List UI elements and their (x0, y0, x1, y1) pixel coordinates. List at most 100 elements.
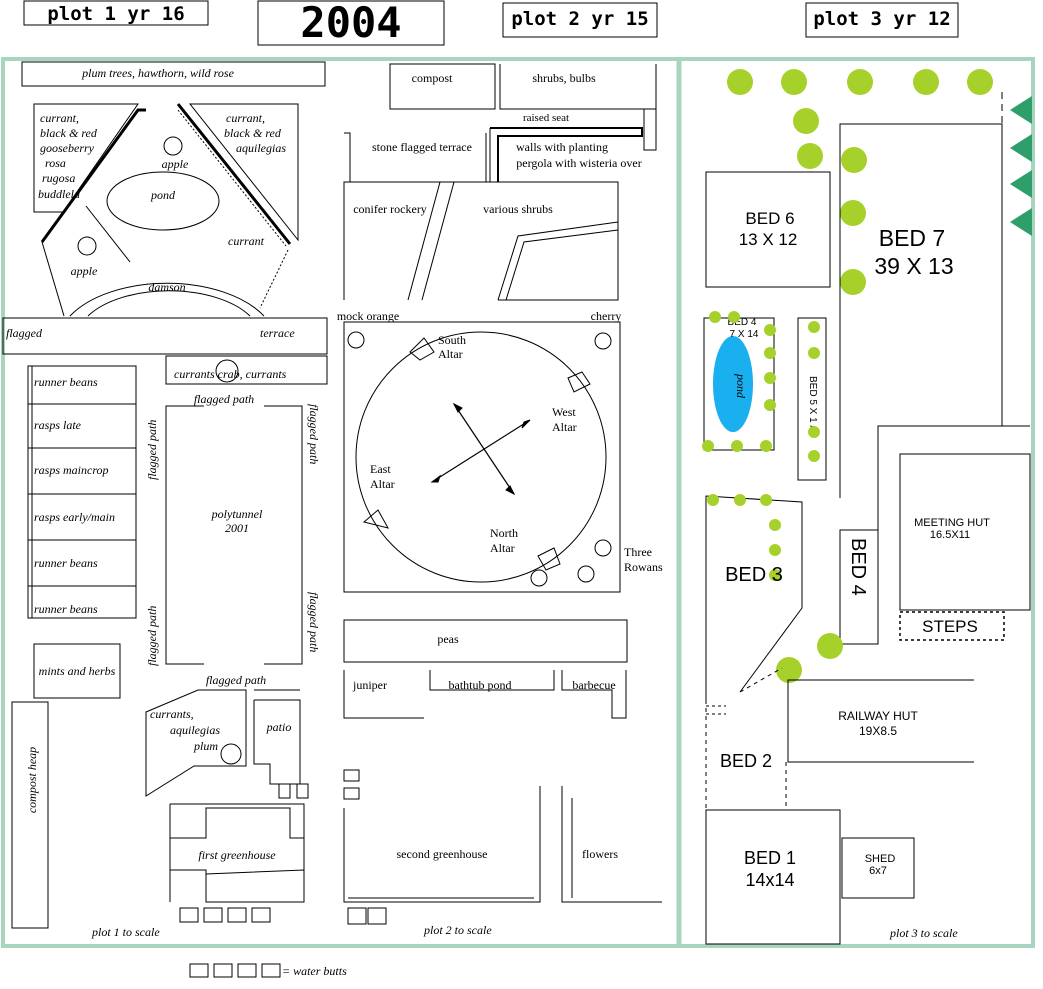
plum-trees-label: plum trees, hawthorn, wild rose (81, 66, 234, 80)
shed-size: 6x7 (869, 865, 887, 877)
plum-tree (220, 743, 242, 765)
bed-6-size: 13 X 12 (739, 230, 798, 249)
pond-bush-6 (764, 399, 776, 411)
tree-side-4 (840, 200, 866, 226)
tree-top-4 (913, 69, 939, 95)
bed-1-size: 14x14 (745, 870, 794, 890)
walls-planting-bed (490, 127, 643, 182)
raised-seat-label: raised seat (523, 112, 569, 124)
plot2: compost shrubs, bulbs raised seat stone … (337, 63, 663, 937)
plot3-header: plot 3 yr 12 (813, 8, 950, 30)
north-altar-stone (537, 547, 561, 571)
flagged-path-right-bottom: flagged path (307, 592, 321, 652)
railway-hut-label: RAILWAY HUT (838, 709, 918, 723)
three-rowans-label: Three (624, 545, 652, 559)
tree-side-1 (793, 108, 819, 134)
shrubs-bulbs-label: shrubs, bulbs (532, 71, 596, 85)
shrubs-bulbs-bed (499, 64, 657, 151)
bed3-bush-5 (769, 544, 781, 556)
right-bed-line-1: currant, (226, 111, 265, 125)
tree-top-3 (847, 69, 873, 95)
altar-axis-2 (431, 419, 531, 483)
plot3-to-scale: plot 3 to scale (889, 926, 958, 940)
bed-stack-outline (27, 365, 137, 619)
steps-label: STEPS (922, 617, 978, 636)
mock-orange-tree (347, 331, 365, 349)
arrow-head-3 (430, 474, 441, 483)
pond (713, 336, 753, 432)
plot2-to-scale: plot 2 to scale (423, 923, 492, 937)
legend-butt-4 (261, 963, 281, 978)
currants-plum-line-3: plum (193, 739, 218, 753)
pond-bush-3 (764, 324, 776, 336)
north-altar-label-2: Altar (490, 541, 515, 555)
meeting-hut (899, 453, 1031, 611)
juniper-label: juniper (352, 678, 387, 692)
pond-bush-2 (728, 311, 740, 323)
first-greenhouse-outline (170, 803, 305, 839)
currant-label: currant (228, 234, 265, 248)
arrow-head-2 (505, 485, 516, 496)
plot2-header: plot 2 yr 15 (511, 8, 648, 30)
bed-3-label: BED 3 (725, 564, 783, 586)
bed5-bush-2 (808, 347, 820, 359)
currants-plum-line-2: aquilegias (170, 723, 220, 737)
bathtub-pond (429, 670, 555, 691)
east-altar-label-2: Altar (370, 477, 395, 491)
flagged-path-right-top: flagged path (307, 404, 321, 464)
polytunnel-label: polytunnel (211, 507, 263, 521)
bed5-bush-4 (808, 450, 820, 462)
bed5-bush-3 (808, 426, 820, 438)
bathtub-label: bathtub pond (449, 678, 512, 692)
plot3: BED 6 13 X 12 BED 7 39 X 13 BED 4 7 X 14… (702, 69, 1032, 945)
plot2-header-box (502, 2, 658, 38)
railway-hut (787, 679, 974, 763)
water-butt-2a (343, 769, 360, 782)
bed3-bush-6 (769, 569, 781, 581)
first-greenhouse-label: first greenhouse (198, 848, 276, 862)
rockery-divider-1 (407, 181, 441, 301)
bed-label-3: rasps maincrop (34, 463, 109, 477)
various-shrubs-label: various shrubs (483, 202, 553, 216)
shrubs-path-inner (505, 229, 619, 301)
flagged-path-bottom: flagged path (206, 673, 266, 687)
right-bed-line-3: aquilegias (236, 141, 286, 155)
bed-1 (705, 809, 841, 945)
altar-garden (343, 321, 621, 593)
rockery-divider-2 (421, 181, 455, 301)
tree-railway (776, 657, 802, 683)
right-currant-bed (188, 103, 299, 242)
flowers-bed (561, 786, 662, 903)
pond-ellipse (106, 171, 220, 231)
apple-top-label: apple (162, 157, 189, 171)
bed-label-6: runner beans (34, 602, 98, 616)
terrace-label: terrace (260, 326, 295, 340)
juniper-bed (343, 670, 424, 719)
left-bed-line-3: gooseberry (40, 141, 95, 155)
flowers-label: flowers (582, 847, 618, 861)
shrubs-path-outer (497, 221, 619, 301)
east-altar-label: East (370, 462, 391, 476)
header: plot 1 yr 16 2004 plot 2 yr 15 plot 3 yr… (23, 0, 959, 47)
crab-tree (215, 359, 239, 383)
pergola-label: pergola with wisteria over (516, 156, 641, 170)
plot1-header-box (23, 0, 209, 26)
walls-label: walls with planting (516, 140, 608, 154)
west-altar-label: West (552, 405, 576, 419)
bed-4 (839, 529, 879, 645)
year-box (257, 0, 445, 46)
tree-top-2 (781, 69, 807, 95)
rowan-tree-3 (530, 569, 548, 587)
conifer-label: conifer rockery (353, 202, 427, 216)
railway-hut-size: 19X8.5 (859, 724, 897, 738)
three-rowans-label-2: Rowans (624, 560, 663, 574)
patio-label: patio (266, 720, 292, 734)
diamond-path-left (40, 108, 146, 243)
right-bed-line-2: black & red (224, 126, 282, 140)
flagged-path-left-bottom: flagged path (145, 606, 159, 666)
plot3-header-box (805, 2, 959, 38)
mints-herbs-bed (33, 643, 121, 699)
diamond-left-edge (41, 241, 65, 317)
west-altar-stone (567, 371, 591, 393)
